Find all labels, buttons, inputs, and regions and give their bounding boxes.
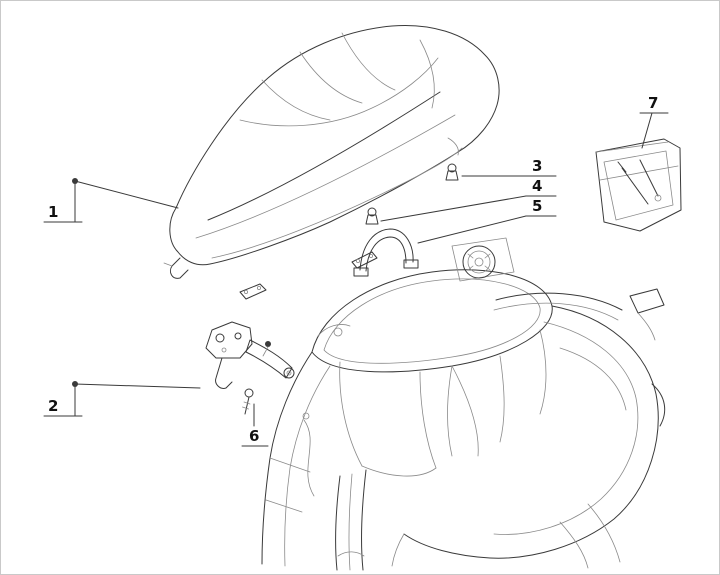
callout-7: 7 <box>648 96 658 111</box>
seat-drawing <box>169 25 500 266</box>
callout-2: 2 <box>48 399 58 414</box>
buffer-4-drawing <box>365 207 379 225</box>
buffer-3-drawing <box>445 163 459 181</box>
callout-7-label: 7 <box>648 94 659 112</box>
screw-6-drawing <box>242 388 254 415</box>
bracket-2-drawing <box>205 321 295 389</box>
callout-3-label: 3 <box>532 157 543 175</box>
callout-4: 4 <box>532 179 542 194</box>
callout-2-label: 2 <box>48 397 59 415</box>
callout-1: 1 <box>48 205 58 220</box>
callout-5-label: 5 <box>532 197 543 215</box>
handle-5-drawing <box>353 228 419 277</box>
callout-3: 3 <box>532 159 542 174</box>
callout-1-label: 1 <box>48 203 59 221</box>
toolkit-pouch-7-drawing <box>595 138 682 232</box>
callout-6-label: 6 <box>249 427 260 445</box>
callout-leaders <box>43 112 669 447</box>
fuel-cap-drawing <box>451 237 515 282</box>
callout-6: 6 <box>249 429 259 444</box>
callout-5: 5 <box>532 199 542 214</box>
seat-latch-drawing <box>163 257 189 279</box>
body-drawing <box>261 269 666 571</box>
callout-4-label: 4 <box>532 177 543 195</box>
seat-hinge-clips-drawing <box>239 251 378 300</box>
